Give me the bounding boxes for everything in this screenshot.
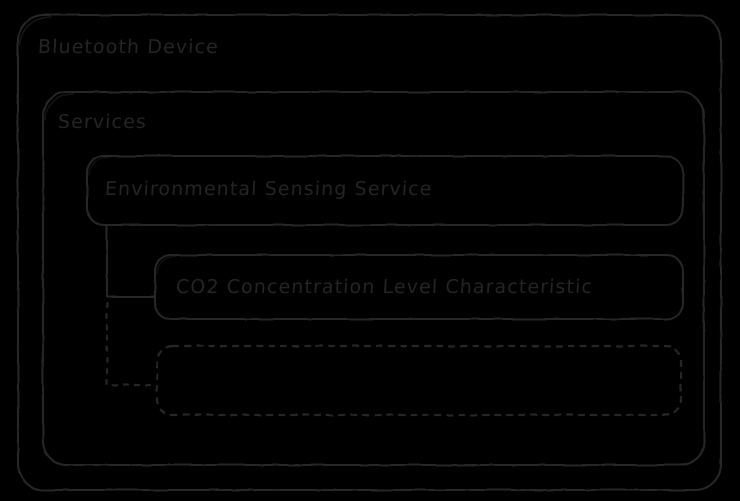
co2-characteristic-label: CO2 Concentration Level Characteristic [175,276,594,298]
connector-ess-to-placeholder [105,301,159,387]
connector-ess-to-co2 [105,224,157,299]
bluetooth-device-label: Bluetooth Device [37,36,220,58]
services-label: Services [57,111,148,133]
bluetooth-device-box[interactable] [16,13,723,492]
services-box[interactable] [41,90,706,467]
placeholder-characteristic-box[interactable] [155,344,683,417]
environmental-sensing-service-label: Environmental Sensing Service [104,178,434,200]
environmental-sensing-service-box[interactable] [85,154,685,227]
co2-characteristic-box[interactable] [153,253,685,321]
